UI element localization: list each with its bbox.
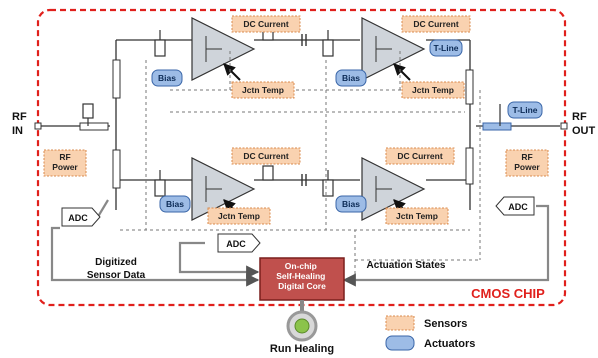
- dc-current-sensor-4: DC Current: [385, 147, 455, 165]
- self-healing-digital-core: On-chip Self-Healing Digital Core: [259, 257, 345, 301]
- tline-actuator-1: T-Line: [429, 39, 463, 57]
- svg-text:ADC: ADC: [68, 213, 88, 223]
- legend-sensor-swatch: [385, 315, 415, 331]
- amplifier-4: [361, 157, 426, 221]
- svg-text:Bias: Bias: [342, 73, 360, 83]
- rf-in-port: [34, 122, 42, 130]
- dc-current-sensor-2: DC Current: [401, 15, 471, 33]
- svg-text:T-Line: T-Line: [512, 105, 537, 115]
- dc-current-sensor-1: DC Current: [231, 15, 301, 33]
- amplifier-2: [361, 17, 426, 81]
- svg-text:Jctn Temp: Jctn Temp: [218, 211, 260, 221]
- bias-actuator-3: Bias: [159, 195, 191, 213]
- bias-actuator-4: Bias: [335, 195, 367, 213]
- adc-center: ADC: [217, 233, 261, 253]
- control-bus: [120, 50, 481, 274]
- svg-text:Jctn Temp: Jctn Temp: [242, 85, 284, 95]
- legend-sensors-label: Sensors: [424, 318, 467, 330]
- svg-text:ADC: ADC: [226, 239, 246, 249]
- stub-elements: [82, 25, 501, 197]
- amplifier-3: [191, 157, 256, 221]
- svg-text:DC Current: DC Current: [413, 19, 459, 29]
- adc-left: ADC: [61, 207, 101, 227]
- legend-actuator-swatch: [385, 335, 415, 351]
- series-capacitors: [301, 34, 307, 186]
- jctn-temp-sensor-4: Jctn Temp: [385, 207, 449, 225]
- adc-right: ADC: [495, 196, 535, 216]
- legend: Sensors Actuators: [385, 315, 475, 351]
- dc-current-sensor-3: DC Current: [231, 147, 301, 165]
- svg-text:T-Line: T-Line: [433, 43, 458, 53]
- svg-text:Bias: Bias: [166, 199, 184, 209]
- svg-text:ADC: ADC: [508, 202, 528, 212]
- svg-text:On-chip Self-Healing: On-chip Self-Healing Digital Core: [276, 261, 328, 291]
- rf-out-port: [560, 122, 568, 130]
- tline-actuator-2: T-Line: [507, 101, 543, 119]
- cmos-chip-label: CMOS CHIP: [471, 286, 545, 301]
- svg-text:DC Current: DC Current: [243, 151, 289, 161]
- jctn-temp-sensor-1: Jctn Temp: [231, 81, 295, 99]
- bias-actuator-2: Bias: [335, 69, 367, 87]
- tline-elements: [79, 59, 512, 189]
- run-healing-button[interactable]: [286, 300, 318, 342]
- jctn-temp-sensor-2: Jctn Temp: [401, 81, 465, 99]
- bias-actuator-1: Bias: [151, 69, 183, 87]
- svg-text:DC Current: DC Current: [243, 19, 289, 29]
- svg-text:Bias: Bias: [158, 73, 176, 83]
- amplifier-1: [191, 17, 256, 81]
- svg-text:Bias: Bias: [342, 199, 360, 209]
- run-healing-label: Run Healing: [270, 343, 334, 355]
- legend-actuators-label: Actuators: [424, 338, 475, 350]
- actuation-states-label: Actuation States: [367, 260, 446, 271]
- svg-text:Jctn Temp: Jctn Temp: [412, 85, 454, 95]
- jctn-temp-sensor-3: Jctn Temp: [207, 207, 271, 225]
- svg-text:DC Current: DC Current: [397, 151, 443, 161]
- svg-text:Jctn Temp: Jctn Temp: [396, 211, 438, 221]
